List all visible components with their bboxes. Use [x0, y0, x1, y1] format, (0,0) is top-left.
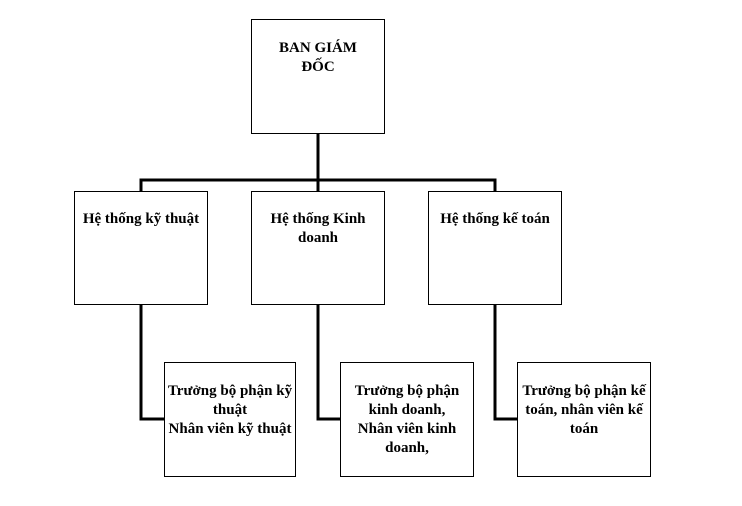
technical-staff-line-1: Trưởng bộ phận kỹ — [167, 383, 293, 399]
technical-staff-line-2: thuật — [212, 402, 248, 418]
board-of-directors-line-2: ĐỐC — [301, 59, 335, 75]
technical-staff-line-3: Nhân viên kỹ thuật — [168, 421, 292, 437]
board-of-directors-box: BAN GIÁM ĐỐC — [251, 19, 385, 134]
accounting-staff-line-3: toán — [569, 421, 599, 437]
technical-system-box: Hệ thống kỹ thuật — [74, 191, 208, 305]
accounting-staff-line-1: Trưởng bộ phận kế — [522, 383, 646, 399]
business-staff-box: Trưởng bộ phận kinh doanh, Nhân viên kin… — [340, 362, 474, 477]
technical-staff-box: Trưởng bộ phận kỹ thuật Nhân viên kỹ thu… — [164, 362, 296, 477]
elbow-connector-technical — [139, 303, 166, 421]
business-system-box: Hệ thống Kinh doanh — [251, 191, 385, 305]
business-staff-line-4: doanh, — [385, 440, 429, 456]
business-staff-line-2: kinh doanh, — [368, 402, 446, 418]
accounting-staff-box: Trưởng bộ phận kế toán, nhân viên kế toá… — [517, 362, 651, 477]
elbow-connector-business — [316, 303, 342, 421]
technical-system-title: Hệ thống kỹ thuật — [82, 211, 200, 227]
business-staff-line-1: Trưởng bộ phận — [354, 383, 460, 399]
board-of-directors-line-1: BAN GIÁM — [279, 40, 357, 56]
accounting-system-box: Hệ thống kế toán — [428, 191, 562, 305]
business-staff-line-3: Nhân viên kinh — [357, 421, 457, 437]
accounting-staff-line-2: toán, nhân viên kế — [525, 402, 643, 418]
accounting-system-title: Hệ thống kế toán — [440, 211, 550, 227]
elbow-connector-accounting — [493, 303, 519, 421]
business-system-title-line-2: doanh — [297, 230, 339, 246]
business-system-title-line-1: Hệ thống Kinh — [270, 211, 366, 227]
